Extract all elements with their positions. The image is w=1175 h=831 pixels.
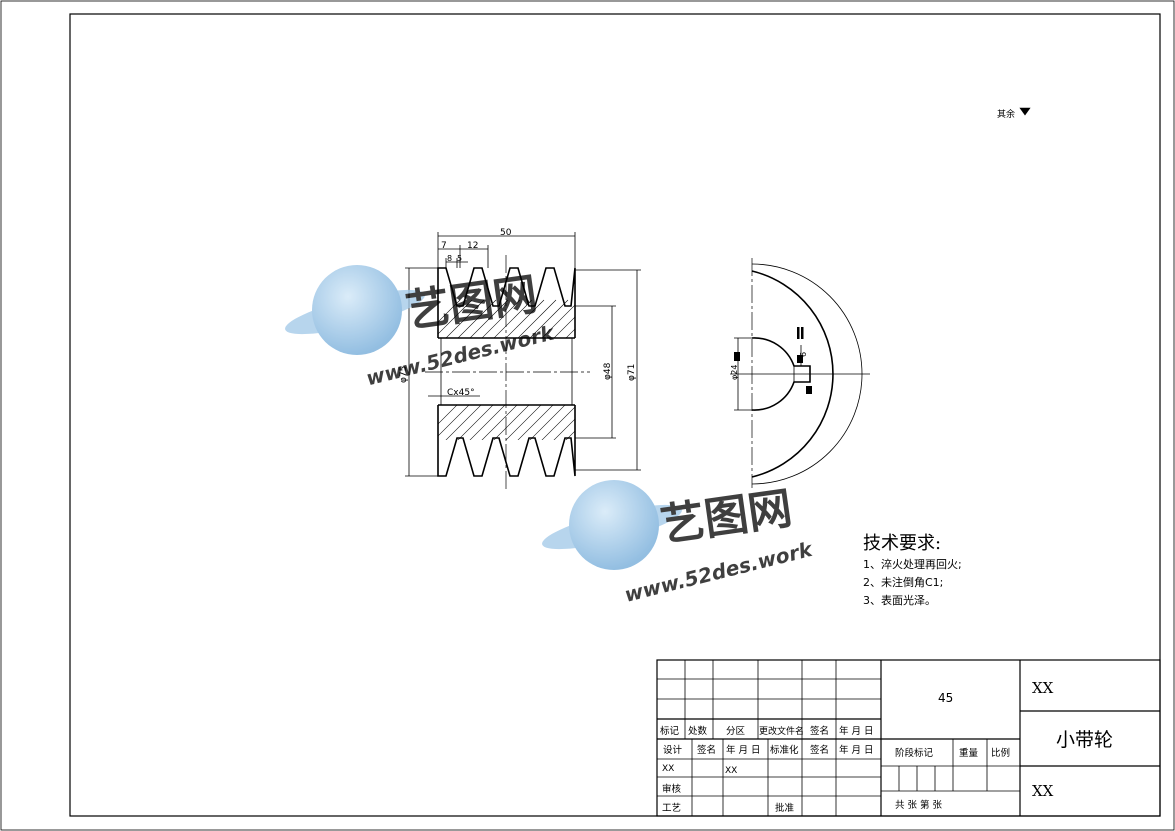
svg-text:其余: 其余 — [997, 108, 1015, 120]
tech-requirement-item: 1、淬火处理再回火; — [863, 557, 962, 571]
header-sign: 签名 — [810, 725, 829, 737]
tech-requirement-item: 3、表面光泽。 — [863, 593, 936, 607]
dim-groove-bottom: 5 — [457, 254, 462, 263]
tech-requirement-item: 2、未注倒角C1; — [863, 575, 943, 589]
pulley-side-view: φ24 6 — [730, 258, 870, 488]
surface-roughness-note: 其余 — [997, 107, 1031, 120]
dim-outer-diameter: φ75 — [399, 366, 409, 383]
header-sheets: 共 张 第 张 — [895, 799, 943, 811]
hatch-bottom — [438, 405, 575, 440]
header-review: 审核 — [662, 783, 682, 795]
header-mark: 标记 — [660, 725, 680, 737]
pulley-section-view: 50 7 12 8 5 φ75 Cx45° φ48 φ71 — [399, 228, 641, 490]
header-scale: 比例 — [991, 747, 1010, 759]
title-block: 45 XX 小带轮 XX 标记 处数 分区 更改文件名 签名 年 月 日 设计 … — [656, 659, 1161, 817]
dim-chamfer: Cx45° — [447, 388, 475, 398]
header-change-doc: 更改文件名 — [759, 725, 804, 737]
dim-groove-top: 8 — [447, 254, 452, 263]
header-zone: 分区 — [726, 726, 746, 737]
dim-groove-pitch: 12 — [467, 241, 478, 251]
hatch-top — [438, 299, 575, 338]
drawing-number-top: XX — [1032, 679, 1054, 697]
dim-keyway: 6 — [799, 352, 808, 357]
design-date: XX — [725, 766, 737, 776]
drawing-number-bottom: XX — [1032, 782, 1054, 800]
header-sign2: 签名 — [697, 744, 716, 756]
header-process: 工艺 — [662, 803, 681, 814]
globe-logo-icon — [312, 265, 402, 355]
header-stage-mark: 阶段标记 — [895, 747, 934, 759]
watermark-lower: 艺图网 www.52des.work — [542, 480, 816, 607]
part-name: 小带轮 — [1056, 729, 1113, 751]
tech-requirements-title: 技术要求: — [863, 533, 941, 554]
header-date: 年 月 日 — [839, 725, 874, 737]
roughness-symbol-icon — [1019, 107, 1031, 116]
header-weight: 重量 — [959, 747, 979, 759]
tech-requirements: 技术要求: 1、淬火处理再回火; 2、未注倒角C1; 3、表面光泽。 — [863, 533, 962, 607]
watermark-brand: 艺图网 — [657, 483, 795, 552]
header-approve: 批准 — [775, 802, 795, 814]
header-date3: 年 月 日 — [839, 744, 874, 756]
material: 45 — [938, 691, 953, 705]
header-date2: 年 月 日 — [726, 744, 761, 756]
header-count: 处数 — [688, 725, 708, 737]
dim-edge-offset: 7 — [441, 241, 447, 251]
header-sign3: 签名 — [810, 744, 829, 756]
dim-overall-width: 50 — [500, 228, 512, 238]
dim-pitch-diameter: φ71 — [627, 364, 637, 381]
designer: XX — [662, 764, 674, 774]
header-standard: 标准化 — [770, 744, 799, 756]
dim-hub-diameter: φ48 — [603, 362, 613, 380]
dim-bore-diameter: φ24 — [730, 365, 739, 380]
drawing-frame — [69, 13, 1161, 817]
globe-logo-icon — [569, 480, 659, 570]
header-design: 设计 — [663, 744, 683, 756]
